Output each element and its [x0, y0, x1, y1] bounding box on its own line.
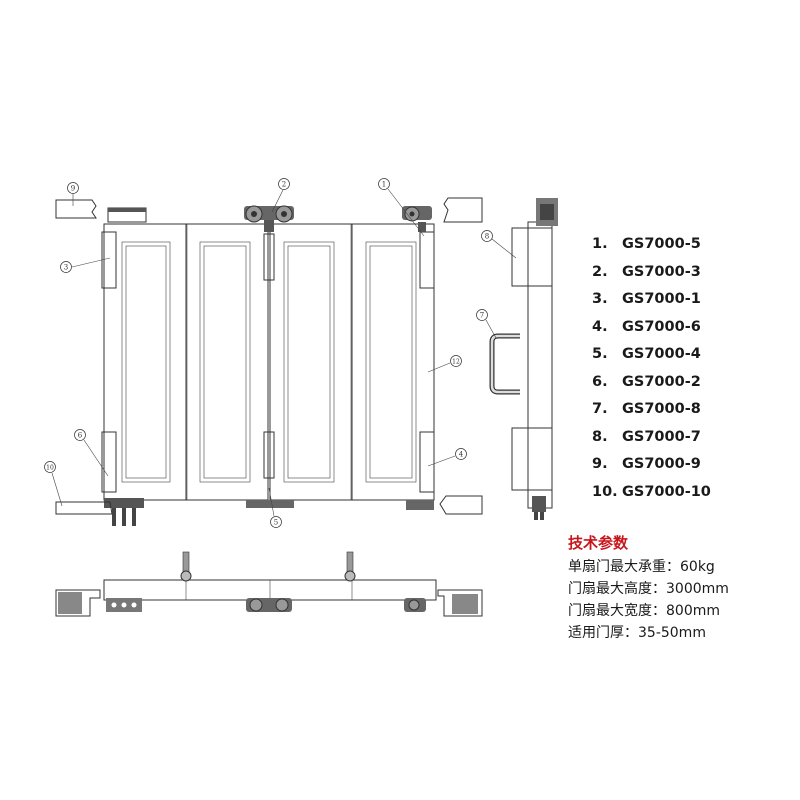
- callout-5-label: 5: [274, 519, 278, 527]
- wall-stub-right-top: [443, 197, 483, 223]
- plan-handles: [180, 551, 356, 582]
- callout-2: 2: [271, 178, 290, 213]
- part-item-8: 8. GS7000-7: [592, 425, 792, 453]
- top-roller-right: [402, 206, 432, 232]
- callout-5: 5: [268, 487, 282, 528]
- top-roller-center: [244, 205, 294, 232]
- part-code: GS7000-8: [622, 401, 701, 417]
- callout-10: 10: [44, 461, 63, 507]
- part-number: 6.: [592, 373, 608, 390]
- callout-1-label: 1: [382, 181, 386, 189]
- hinge-brackets: [101, 224, 435, 500]
- part-item-2: 2. GS7000-3: [592, 260, 792, 288]
- part-code: GS7000-7: [622, 428, 701, 445]
- top-plan-view: [55, 551, 483, 617]
- part-code: GS7000-2: [622, 373, 701, 390]
- door-panel-4: [351, 223, 435, 501]
- callout-9-label: 9: [71, 185, 75, 193]
- callout-10-label: 10: [46, 465, 54, 472]
- part-number: 8.: [592, 428, 608, 445]
- part-number: 3.: [592, 291, 608, 307]
- bottom-guides: [104, 498, 434, 526]
- callout-3: 3: [60, 257, 111, 273]
- callout-4: 4: [427, 448, 467, 467]
- callout-2-label: 2: [282, 181, 286, 189]
- part-number: 7.: [592, 401, 608, 417]
- part-number: 9.: [592, 456, 608, 472]
- specs-title: 技术参数: [568, 534, 629, 552]
- front-elevation-view: [55, 197, 483, 526]
- part-item-4: 4. GS7000-6: [592, 315, 792, 343]
- part-code: GS7000-3: [622, 263, 701, 280]
- part-code: GS7000-10: [622, 483, 711, 500]
- part-code: GS7000-4: [622, 346, 701, 362]
- callout-6-label: 6: [78, 432, 83, 440]
- spec-max-load: 单扇门最大承重：60kg: [568, 559, 715, 575]
- part-item-1: 1. GS7000-5: [592, 232, 792, 260]
- part-item-10: 10.GS7000-10: [592, 480, 792, 508]
- part-item-5: 5. GS7000-4: [592, 342, 792, 370]
- spec-max-width: 门扇最大宽度：800mm: [568, 603, 720, 619]
- part-number: 2.: [592, 263, 608, 280]
- callout-8: 8: [481, 230, 517, 259]
- callout-1: 1: [378, 178, 425, 237]
- callout-8-label: 8: [485, 233, 489, 241]
- callout-9: 9: [67, 182, 79, 206]
- part-item-3: 3. GS7000-1: [592, 287, 792, 315]
- plan-pivot-bracket: [106, 598, 142, 612]
- callout-12: 12: [427, 355, 462, 373]
- part-number: 4.: [592, 318, 608, 335]
- plan-roller-right: [404, 598, 426, 612]
- spec-max-height: 门扇最大高度：3000mm: [568, 581, 729, 597]
- plan-roller: [246, 598, 292, 612]
- callout-4-label: 4: [459, 451, 464, 459]
- wall-stub-right-bottom: [439, 495, 483, 515]
- callout-7-label: 7: [480, 312, 484, 320]
- callout-3-label: 3: [64, 264, 68, 272]
- wall-stub-left-bottom: [55, 501, 113, 515]
- part-code: GS7000-9: [622, 456, 701, 472]
- part-item-9: 9. GS7000-9: [592, 452, 792, 480]
- door-panel-2: [185, 223, 269, 501]
- callouts: 9 2 1 3 6 10 5: [44, 178, 517, 528]
- part-number: 10.: [592, 483, 618, 500]
- door-panel-3: [269, 223, 353, 501]
- part-code: GS7000-1: [622, 291, 701, 307]
- part-number: 1.: [592, 236, 608, 252]
- part-item-6: 6. GS7000-2: [592, 370, 792, 398]
- spec-door-thickness: 适用门厚：35-50mm: [568, 625, 706, 641]
- door-handle: [489, 333, 520, 395]
- callout-12-label: 12: [452, 359, 460, 366]
- wall-stub-left-top: [55, 199, 97, 219]
- part-number: 5.: [592, 346, 608, 362]
- part-item-7: 7. GS7000-8: [592, 397, 792, 425]
- part-code: GS7000-5: [622, 236, 701, 252]
- part-code: GS7000-6: [622, 318, 701, 335]
- top-track: [107, 207, 147, 223]
- parts-list: 1. GS7000-5 2. GS7000-3 3. GS7000-1 4. GS700…: [592, 232, 792, 507]
- side-section-view: [489, 198, 558, 520]
- technical-specs: 技术参数 单扇门最大承重：60kg 门扇最大高度：3000mm 门扇最大宽度：8…: [568, 532, 793, 644]
- callout-7: 7: [476, 309, 497, 339]
- callout-6: 6: [74, 429, 109, 477]
